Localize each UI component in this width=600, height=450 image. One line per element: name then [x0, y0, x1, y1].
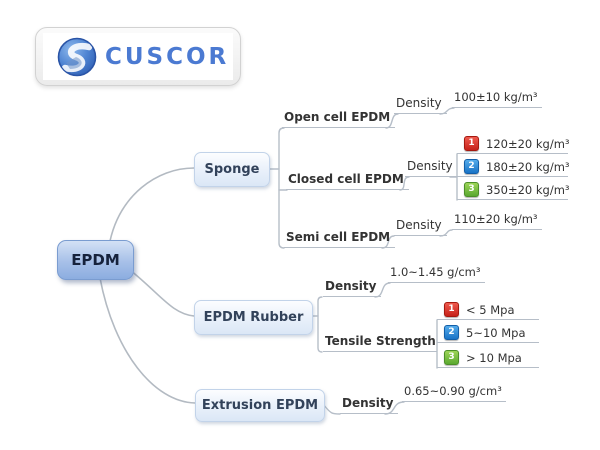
closed-cell-grade-row: 2 180±20 kg/m³ — [457, 159, 570, 177]
node-closed-cell-epdm: Closed cell EPDM — [286, 172, 409, 190]
label-extrusion-density: Density — [340, 396, 399, 414]
node-extrusion-epdm: Extrusion EPDM — [195, 389, 325, 422]
grade-2-badge-icon: 2 — [444, 325, 459, 340]
grade-1-badge-icon: 1 — [444, 302, 459, 317]
node-semi-cell-epdm: Semi cell EPDM — [284, 230, 396, 248]
label-closed-cell-density: Density — [405, 159, 458, 177]
tensile-1-value: < 5 Mpa — [466, 302, 515, 317]
closed-cell-grade-row: 1 120±20 kg/m³ — [457, 136, 570, 154]
logo-wordmark: CUSCOR — [105, 43, 230, 70]
label-open-cell-density: Density — [394, 96, 447, 114]
node-epdm-rubber: EPDM Rubber — [194, 300, 313, 335]
tensile-grade-row: 2 5~10 Mpa — [437, 325, 539, 343]
tensile-3-value: > 10 Mpa — [466, 350, 522, 365]
tensile-grade-row: 1 < 5 Mpa — [437, 302, 539, 320]
value-rubber-density: 1.0~1.45 g/cm³ — [388, 265, 485, 283]
globe-s-icon — [57, 37, 97, 76]
logo-inner-panel: CUSCOR — [43, 33, 233, 80]
cuscor-logo: CUSCOR — [35, 27, 241, 86]
closed-cell-grade-row: 3 350±20 kg/m³ — [457, 182, 570, 200]
label-semi-cell-density: Density — [394, 218, 447, 236]
grade-2-badge-icon: 2 — [464, 159, 479, 174]
grade-1-badge-icon: 1 — [464, 136, 479, 151]
node-epdm-root: EPDM — [57, 240, 134, 280]
grade-3-value: 350±20 kg/m³ — [486, 182, 570, 197]
node-sponge: Sponge — [194, 152, 270, 187]
value-extrusion-density: 0.65~0.90 g/cm³ — [402, 384, 506, 402]
node-open-cell-epdm: Open cell EPDM — [282, 110, 396, 128]
value-semi-cell-density: 110±20 kg/m³ — [452, 212, 542, 230]
label-tensile-strength: Tensile Strength — [323, 334, 437, 352]
grade-3-badge-icon: 3 — [444, 350, 459, 365]
grade-1-value: 120±20 kg/m³ — [486, 136, 570, 151]
grade-3-badge-icon: 3 — [464, 182, 479, 197]
label-rubber-density: Density — [323, 279, 382, 297]
grade-2-value: 180±20 kg/m³ — [486, 159, 570, 174]
tensile-2-value: 5~10 Mpa — [466, 325, 526, 340]
tensile-grade-row: 3 > 10 Mpa — [437, 350, 539, 368]
value-open-cell-density: 100±10 kg/m³ — [452, 90, 542, 108]
